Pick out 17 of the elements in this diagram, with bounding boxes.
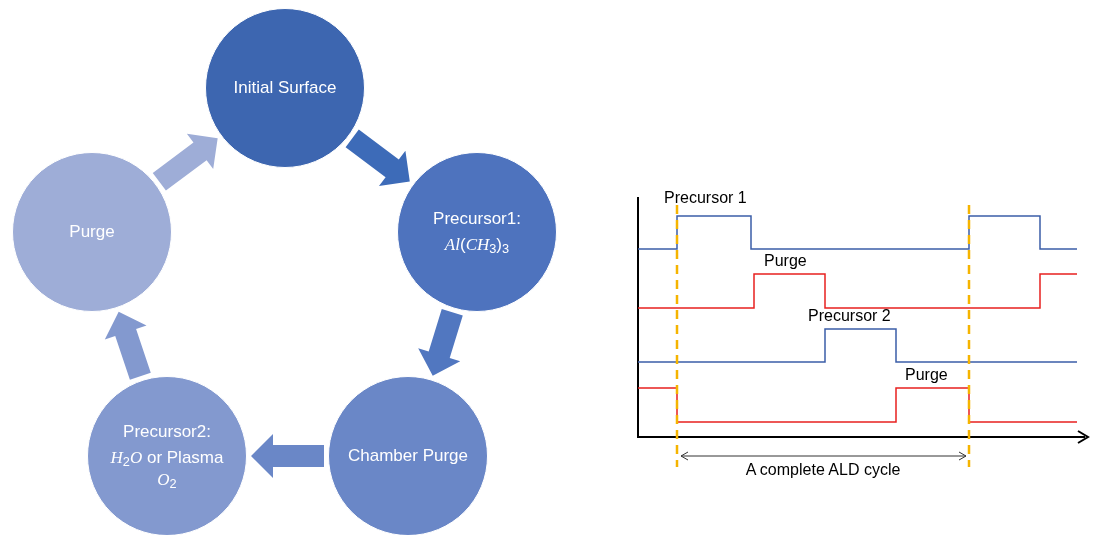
- block-arrow: [104, 311, 151, 380]
- step-label: Purge: [69, 220, 115, 243]
- block-arrow: [345, 129, 410, 186]
- step-label: Initial Surface: [233, 76, 337, 99]
- step-label: Precursor2:: [123, 420, 211, 443]
- phase-label: Purge: [905, 367, 948, 383]
- phase-label: Precursor 1: [664, 190, 747, 206]
- step-label: Precursor1:: [433, 207, 521, 230]
- step-label: H$_{2}$O or Plasma O$_{2}$: [109, 446, 225, 492]
- step-label: Chamber Purge: [348, 444, 468, 467]
- block-arrow: [152, 133, 218, 191]
- step-label: Al(CH$_{3}$)$_{3}$: [444, 234, 510, 257]
- phase-label: Precursor 2: [808, 308, 891, 324]
- block-arrow: [418, 309, 463, 376]
- block-arrow: [251, 434, 324, 478]
- phase-label: Purge: [764, 253, 807, 269]
- phase-label: A complete ALD cycle: [745, 462, 901, 478]
